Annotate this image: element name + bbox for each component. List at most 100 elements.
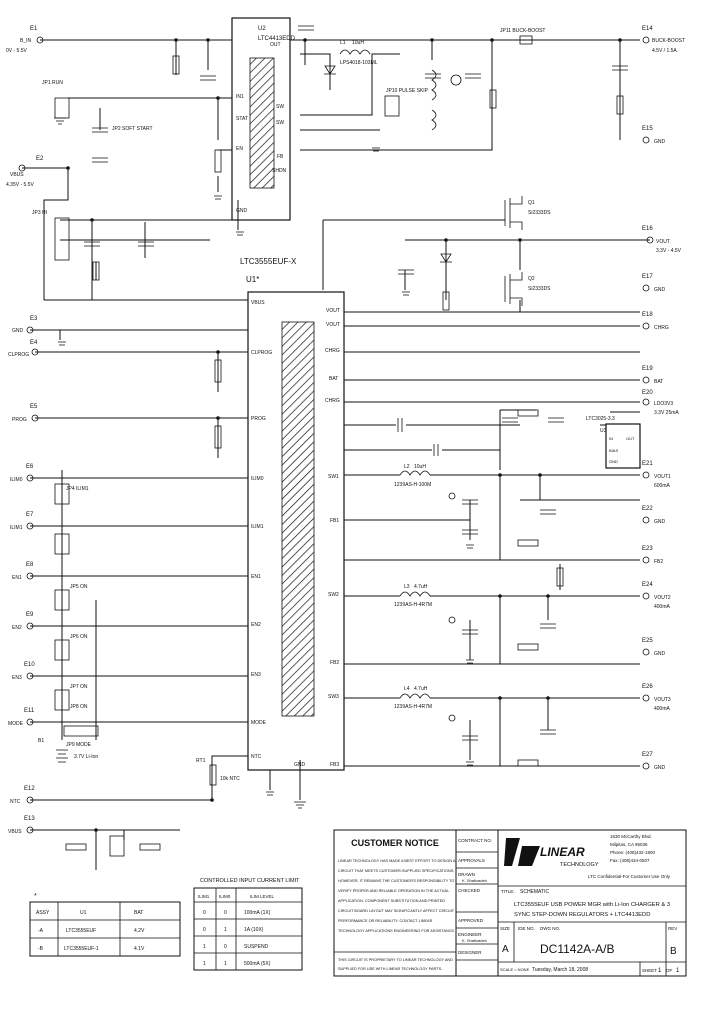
connector-e8[interactable] <box>26 572 34 580</box>
connector-e13[interactable] <box>26 826 34 834</box>
connector-e1-ref: E1 <box>30 26 38 32</box>
ilim-row4-level: 500mA (5X) <box>244 961 271 967</box>
ilim-row4-ilim0: 1 <box>224 961 227 967</box>
notice-line-5: APPLICATION. COMPONENT SUBSTITUTION AND … <box>338 899 445 903</box>
approvals-drawn-by: K. Shafizadeh <box>462 878 487 883</box>
connector-e14[interactable] <box>642 36 650 44</box>
connector-e24[interactable] <box>642 592 650 600</box>
connector-e19[interactable] <box>642 376 650 384</box>
u1-pin-ilim0: ILIM0 <box>251 476 264 482</box>
title-label: TITLE: <box>501 889 515 894</box>
connector-e21[interactable] <box>642 471 650 479</box>
connector-e6[interactable] <box>26 474 34 482</box>
connector-e5[interactable] <box>31 414 39 422</box>
left-connectors: E1 B_IN 0V - 5.5V E2 VBUS 4.35V - 5.5V E… <box>6 26 44 835</box>
connector-e26[interactable] <box>642 694 650 702</box>
ldo-u3-pin-gnd: GND <box>609 459 618 464</box>
u1-pin-fb1: FB1 <box>330 518 339 524</box>
connector-e10[interactable] <box>26 672 34 680</box>
ilim-row2-level: 1A (10X) <box>244 927 264 933</box>
connector-e11[interactable] <box>26 718 34 726</box>
connector-e23[interactable] <box>642 556 650 564</box>
approvals-engineer: ENGINEER <box>458 932 482 937</box>
sheet-value: 1 <box>658 968 662 974</box>
connector-e16-note: 3.3V - 4.5V <box>656 248 682 254</box>
ldo-u3-pin-out: OUT <box>626 436 635 441</box>
u1-pin-en3: EN3 <box>251 672 261 678</box>
ilim-table: CONTROLLED INPUT CURRENT LIMIT ILIM1 ILI… <box>193 878 303 971</box>
connector-e27[interactable] <box>642 762 650 770</box>
connector-e4-ref: E4 <box>30 340 38 346</box>
company-address-4: Fax: (408)434-0507 <box>610 858 650 863</box>
u2-pin-sw-b: SW <box>276 120 284 126</box>
connector-e1-note: 0V - 5.5V <box>6 48 28 54</box>
connector-e6-ref: E6 <box>26 464 34 470</box>
connector-e4[interactable] <box>31 348 39 356</box>
connector-e15[interactable] <box>642 136 650 144</box>
connector-e22[interactable] <box>642 516 650 524</box>
notice-footer-1: THIS CIRCUIT IS PROPRIETARY TO LINEAR TE… <box>338 958 453 962</box>
approvals-designer: DESIGNER <box>458 950 482 955</box>
ilim-row1-ilim0: 0 <box>224 910 227 916</box>
connector-e1[interactable] <box>36 36 44 44</box>
connector-e26-label: VOUT3 <box>654 697 671 703</box>
connector-e18-label: CHRG <box>654 325 669 331</box>
u1-pin-fb2: FB2 <box>330 660 339 666</box>
connector-e13-ref: E13 <box>24 816 35 822</box>
title-line-1: LTC3555EUF USB POWER MGR with Li-Ion CHA… <box>514 902 670 908</box>
connector-e7[interactable] <box>26 522 34 530</box>
connector-e3[interactable] <box>26 326 34 334</box>
connector-e6-label: ILIM0 <box>10 477 23 483</box>
assembly-row-b-bat: 4.1V <box>134 946 145 952</box>
connector-e16[interactable] <box>646 236 654 244</box>
u1-pin-ilim1: ILIM1 <box>251 524 264 530</box>
jumper-jp5-label: JP5 ON <box>70 584 88 590</box>
company-confidential: LTC Confidential-For Customer Use Only <box>588 874 671 879</box>
scale-label: SCALE = NONE <box>500 967 530 972</box>
connector-e9-ref: E9 <box>26 612 34 618</box>
u1-pin-ntc: NTC <box>251 754 262 760</box>
assembly-row-b-u1: LTC3555EUF-1 <box>64 946 99 952</box>
notice-line-3: HOWEVER, IT REMAINS THE CUSTOMER'S RESPO… <box>338 879 454 883</box>
company-address-3: Phone: (408)432-1900 <box>610 850 656 855</box>
fet-q2-ref: Q2 <box>528 276 535 282</box>
connector-e2[interactable] <box>18 164 26 172</box>
connector-e9-label: EN2 <box>12 625 22 631</box>
connector-e18[interactable] <box>642 322 650 330</box>
u1-pin-fb3: FB3 <box>330 762 339 768</box>
connector-e2-ref: E2 <box>36 156 44 162</box>
connector-e20[interactable] <box>642 398 650 406</box>
connector-e9[interactable] <box>26 622 34 630</box>
approvals-block: CONTRACT NO. APPROVALS DRAWN K. Shafizad… <box>455 829 499 977</box>
connector-e20-ref: E20 <box>642 390 653 396</box>
connector-e17[interactable] <box>642 284 650 292</box>
connector-e14-note: 4.5V / 1.5A <box>652 48 677 54</box>
connector-e18-ref: E18 <box>642 312 653 318</box>
u1-pin-sw1: SW1 <box>328 474 339 480</box>
rev-value: B <box>670 946 677 957</box>
connector-e25-ref: E25 <box>642 638 653 644</box>
company-address-2: Milpitas, CA 95035 <box>610 842 648 847</box>
assembly-marker: * <box>34 893 37 900</box>
u1-pin-sw2: SW2 <box>328 592 339 598</box>
connector-e24-note: 400mA <box>654 604 671 610</box>
company-name: LINEAR <box>540 845 585 859</box>
jumper-jp4-label: JP4 ILIM1 <box>66 486 89 492</box>
u2-ref: U2 <box>258 26 266 32</box>
connector-e25[interactable] <box>642 648 650 656</box>
passive-parts <box>54 25 641 857</box>
u1-pin-prog: PROG <box>251 416 266 422</box>
date-value: Tuesday, March 18, 2008 <box>532 967 588 973</box>
ilim-header-level: ILIM LEVEL <box>250 894 275 899</box>
ilim-row4-ilim1: 1 <box>203 961 206 967</box>
notice-title: CUSTOMER NOTICE <box>351 838 439 848</box>
assembly-header-u1: U1 <box>80 910 87 916</box>
u2-chip: U2 LTC4413EDD IN1 STAT EN GND OUT SW SW … <box>231 17 296 221</box>
connector-e12[interactable] <box>26 796 34 804</box>
battery-b1-ref: B1 <box>38 738 44 744</box>
u2-pin-shdn: SHDN <box>272 168 287 174</box>
connector-e7-ref: E7 <box>26 512 34 518</box>
jumper-jp10-label: JP10 PULSE SKIP <box>386 88 429 94</box>
u1-pin-en2: EN2 <box>251 622 261 628</box>
connector-e8-label: EN1 <box>12 575 22 581</box>
